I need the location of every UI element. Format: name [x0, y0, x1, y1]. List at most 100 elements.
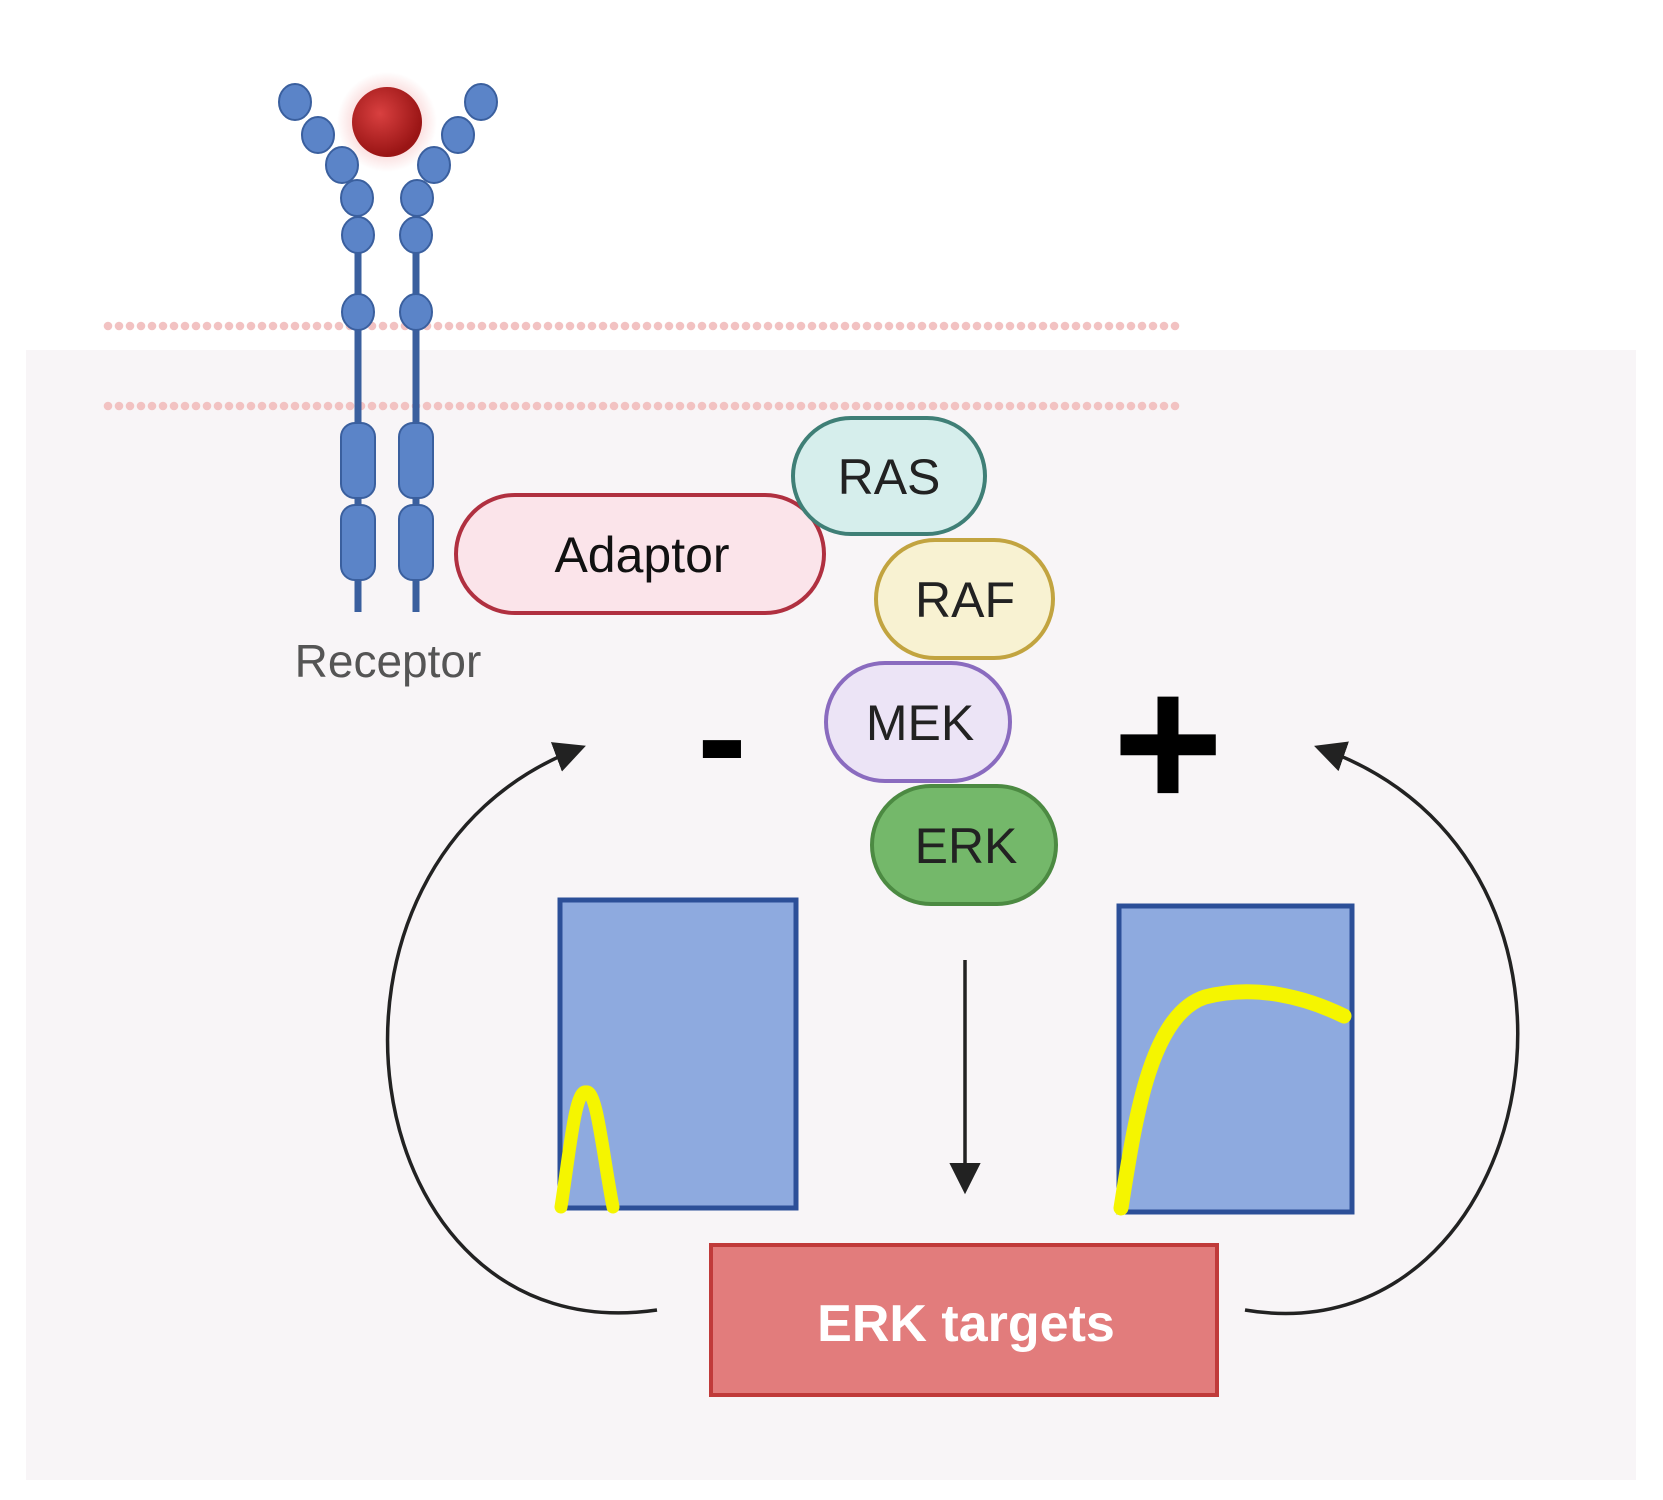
membrane-dot	[554, 321, 564, 331]
membrane-dot	[862, 321, 872, 331]
membrane-dot	[1038, 321, 1048, 331]
membrane-dot	[180, 401, 190, 411]
membrane-dot	[1137, 401, 1147, 411]
membrane-dot	[609, 401, 619, 411]
membrane-dot	[950, 321, 960, 331]
adaptor-label: Adaptor	[554, 527, 729, 583]
raf-label: RAF	[915, 572, 1015, 628]
mek-label: MEK	[866, 695, 974, 751]
membrane-dot	[334, 321, 344, 331]
membrane-dot	[147, 401, 157, 411]
receptor-chain-left	[278, 83, 376, 612]
membrane-dot	[499, 401, 509, 411]
membrane-dot	[664, 321, 674, 331]
membrane-dot	[983, 401, 993, 411]
membrane-dot	[180, 321, 190, 331]
membrane-dot	[873, 401, 883, 411]
membrane-dot	[983, 321, 993, 331]
membrane-dot	[169, 321, 179, 331]
membrane-dot	[807, 401, 817, 411]
membrane-dot	[257, 401, 267, 411]
membrane-dot	[345, 401, 355, 411]
membrane-dot	[202, 321, 212, 331]
membrane-dot	[1071, 321, 1081, 331]
membrane-dot	[246, 401, 256, 411]
membrane-dot	[268, 401, 278, 411]
adaptor-node: Adaptor	[454, 493, 826, 615]
membrane-dot	[202, 401, 212, 411]
membrane-dot	[642, 321, 652, 331]
membrane-dot	[499, 321, 509, 331]
membrane-dot	[840, 321, 850, 331]
receptor-domain	[340, 504, 376, 581]
membrane-dot	[928, 401, 938, 411]
membrane-dot	[1016, 321, 1026, 331]
membrane-dot	[994, 321, 1004, 331]
membrane-dot	[301, 321, 311, 331]
positive-feedback-arrow	[1244, 741, 1520, 1316]
membrane-dot	[851, 401, 861, 411]
membrane-dot	[939, 321, 949, 331]
membrane-dot	[862, 401, 872, 411]
membrane-dot	[884, 321, 894, 331]
membrane-dot	[114, 321, 124, 331]
membrane-dot	[1093, 401, 1103, 411]
membrane-dot	[246, 321, 256, 331]
membrane-dot	[301, 401, 311, 411]
membrane-dot	[367, 401, 377, 411]
membrane-dot	[796, 401, 806, 411]
membrane-dot	[675, 401, 685, 411]
membrane-dot	[103, 401, 113, 411]
membrane-dot	[752, 321, 762, 331]
sustained-dynamics-plot	[1113, 903, 1355, 1216]
membrane-dot	[543, 401, 553, 411]
membrane-dot	[675, 321, 685, 331]
membrane-dot	[510, 401, 520, 411]
membrane-dot	[774, 321, 784, 331]
membrane-dot	[851, 321, 861, 331]
membrane-dot	[708, 321, 718, 331]
membrane-dot	[609, 321, 619, 331]
receptor-bead	[441, 116, 475, 154]
membrane-dot	[631, 401, 641, 411]
membrane-dot	[444, 321, 454, 331]
membrane-dot	[433, 321, 443, 331]
membrane-dot	[389, 321, 399, 331]
membrane-dot	[1137, 321, 1147, 331]
membrane-dot	[323, 321, 333, 331]
membrane-dot	[158, 321, 168, 331]
ras-label: RAS	[838, 449, 941, 505]
receptor-chain-right	[398, 83, 498, 612]
receptor-bead	[417, 146, 451, 184]
membrane-dot	[917, 321, 927, 331]
membrane-dot	[686, 401, 696, 411]
negative-feedback-arrow	[385, 742, 658, 1315]
membrane-dot	[554, 401, 564, 411]
membrane-dot	[719, 401, 729, 411]
receptor-bead	[301, 116, 335, 154]
membrane-dot	[488, 321, 498, 331]
membrane-dot	[1170, 401, 1180, 411]
erk-node: ERK	[870, 784, 1058, 906]
membrane-dot	[1005, 401, 1015, 411]
receptor-bead	[325, 146, 359, 184]
membrane-dot	[1148, 401, 1158, 411]
membrane-dot	[543, 321, 553, 331]
membrane-dot	[1126, 321, 1136, 331]
mek-node: MEK	[824, 661, 1012, 783]
membrane-dot	[466, 401, 476, 411]
receptor-bead	[400, 179, 434, 217]
receptor-bead	[278, 83, 312, 121]
membrane-dot	[664, 401, 674, 411]
cell-membrane	[103, 321, 1180, 411]
membrane-dot	[235, 401, 245, 411]
membrane-dot	[829, 401, 839, 411]
membrane-dot	[1071, 401, 1081, 411]
membrane-dot	[521, 321, 531, 331]
membrane-dot	[378, 321, 388, 331]
membrane-dot	[235, 321, 245, 331]
membrane-dot	[972, 401, 982, 411]
membrane-dot	[1038, 401, 1048, 411]
membrane-dot	[763, 401, 773, 411]
membrane-dot	[961, 401, 971, 411]
